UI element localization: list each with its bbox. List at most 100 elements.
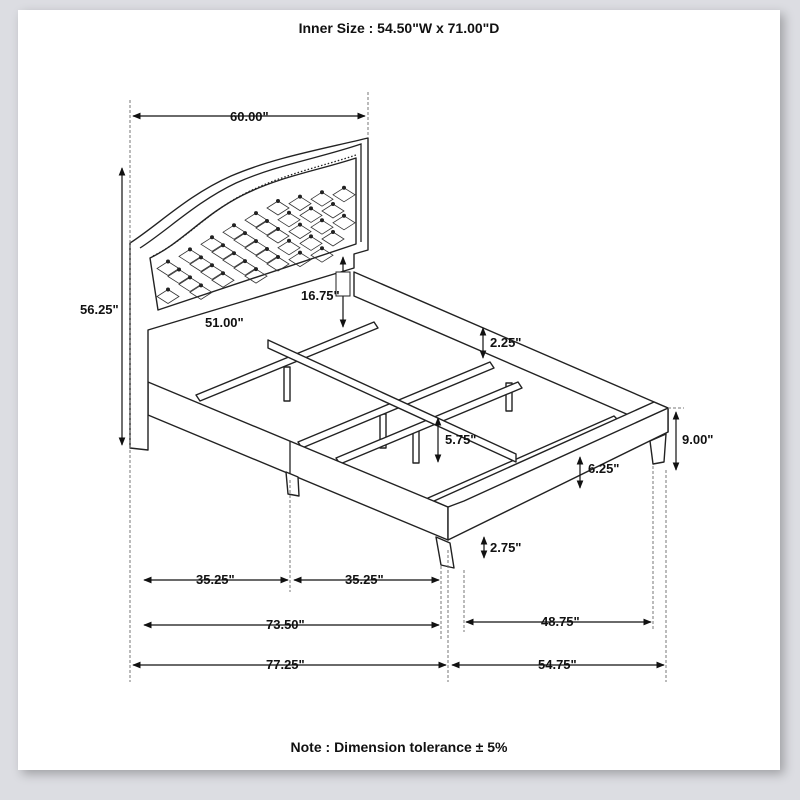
label-half-right: 35.25": [345, 572, 384, 587]
tuft-button: [331, 202, 335, 206]
tuft-diamond: [156, 261, 180, 276]
tuft-diamond: [156, 289, 180, 304]
tuft-diamond: [178, 248, 202, 264]
center-leg-right: [505, 382, 513, 412]
label-panel-height: 16.75": [301, 288, 340, 303]
tolerance-note: Note : Dimension tolerance ± 5%: [290, 739, 508, 755]
tuft-button: [265, 219, 269, 224]
tuft-diamond: [332, 215, 356, 231]
tuft-diamond: [288, 252, 312, 268]
label-headboard-width: 60.00": [230, 109, 269, 124]
tuft-button: [287, 238, 291, 243]
label-inner-length: 73.50": [266, 617, 305, 632]
slat-1: [195, 321, 379, 402]
label-rail-height: 9.00": [682, 432, 713, 447]
label-half-left: 35.25": [196, 572, 235, 587]
tuft-diamond: [189, 256, 213, 272]
tuft-button: [298, 222, 302, 227]
tuft-diamond: [178, 276, 202, 292]
tuft-button: [342, 185, 346, 190]
tuft-diamond: [233, 232, 257, 248]
tuft-diamond: [222, 224, 246, 240]
tuft-button: [166, 259, 170, 264]
tuft-button: [298, 194, 302, 199]
label-leg-height: 2.75": [490, 540, 521, 555]
spec-sheet: Inner Size : 54.50"W x 71.00"D: [18, 10, 780, 770]
tuft-button: [265, 247, 269, 252]
tuft-diamond: [244, 240, 268, 256]
tuft-button: [188, 275, 192, 280]
tuft-button: [199, 255, 203, 260]
tuft-diamond: [266, 256, 290, 272]
tuft-diamond: [321, 231, 345, 247]
tuft-button: [320, 246, 324, 251]
center-beam: [267, 339, 517, 463]
tuft-diamond: [321, 203, 345, 219]
tuft-button: [276, 227, 280, 231]
tuft-diamond: [189, 284, 213, 300]
tuft-button: [166, 287, 170, 292]
tuft-diamond: [299, 235, 323, 251]
bed-dimension-drawing: 60.00" 56.25" 51.00" 16.75" 2.25" 5.75" …: [80, 92, 713, 682]
tuft-button: [243, 231, 247, 236]
tuft-diamond: [277, 212, 301, 228]
bed-illustration: [129, 137, 669, 569]
label-support-leg: 5.75": [445, 432, 476, 447]
tuft-diamond: [266, 200, 290, 216]
tuft-diamond: [244, 268, 268, 284]
tuft-button: [320, 190, 324, 195]
tuft-button: [287, 210, 291, 215]
dimension-lines: [118, 112, 680, 669]
tuft-diamond: [332, 187, 356, 203]
tuft-button: [276, 199, 280, 203]
label-overall-height: 56.25": [80, 302, 119, 317]
tuft-button: [210, 235, 214, 240]
tuft-button: [221, 271, 225, 276]
tuft-diamond: [277, 240, 301, 256]
tuft-diamond: [299, 207, 323, 223]
label-overall-width: 54.75": [538, 657, 577, 672]
label-side-rail-depth: 6.25": [588, 461, 619, 476]
leg-middle: [285, 471, 300, 497]
inner-size-title: Inner Size : 54.50"W x 71.00"D: [298, 20, 500, 36]
tuft-diamond: [167, 268, 191, 284]
tuft-button: [309, 206, 313, 211]
leg-front-left: [435, 536, 455, 569]
tuft-button: [232, 223, 236, 228]
label-slat-gap: 2.25": [490, 335, 521, 350]
tufting-buttons: [156, 185, 356, 304]
foot-rail-top: [433, 401, 669, 508]
nailhead-trim: [152, 154, 357, 257]
tuft-diamond: [200, 264, 224, 280]
tuft-button: [331, 230, 335, 234]
tuft-diamond: [288, 196, 312, 212]
tuft-diamond: [211, 272, 235, 288]
tuft-diamond: [244, 212, 268, 228]
tuft-diamond: [310, 191, 334, 207]
tuft-button: [210, 263, 214, 268]
tuft-button: [232, 251, 236, 256]
tuft-button: [177, 267, 181, 272]
tuft-diamond: [288, 224, 312, 240]
tuft-button: [188, 247, 192, 252]
tuft-button: [276, 255, 280, 259]
tuft-button: [254, 239, 258, 244]
tuft-diamond: [233, 260, 257, 276]
tuft-diamond: [255, 248, 279, 264]
label-overall-length: 77.25": [266, 657, 305, 672]
label-panel-width: 51.00": [205, 315, 244, 330]
leg-front-right: [649, 433, 667, 465]
tuft-button: [221, 243, 225, 248]
tuft-button: [342, 213, 346, 218]
extension-lines: [129, 92, 684, 682]
tuft-button: [254, 211, 258, 216]
tuft-button: [298, 250, 302, 255]
tuft-diamond: [310, 247, 334, 263]
center-leg-back: [283, 366, 291, 402]
tuft-diamond: [200, 236, 224, 252]
tuft-diamond: [222, 252, 246, 268]
tuft-button: [243, 259, 247, 264]
headboard-bracket: [335, 271, 351, 297]
tuft-button: [254, 267, 258, 272]
tuft-diamond: [310, 219, 334, 235]
